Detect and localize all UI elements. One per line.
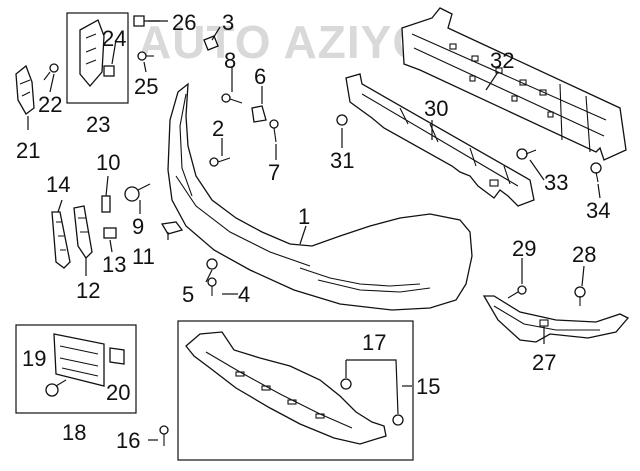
fasteners [133, 15, 602, 446]
part-15-under-cover [185, 331, 387, 445]
callout-11: 11 [132, 244, 155, 269]
callout-12: 12 [76, 278, 100, 303]
callout-27: 27 [532, 350, 556, 375]
callout-labels: 26 3 8 6 2 7 31 1 9 11 5 4 32 30 33 34 2… [16, 10, 610, 453]
callout-7: 7 [268, 160, 280, 185]
part-27-bumper-bracket [482, 295, 630, 343]
callout-34: 34 [586, 198, 610, 223]
part-32-reinforcement-beam [401, 7, 627, 161]
part-1-bumper-cover [167, 82, 473, 311]
part-9-wire-clip [124, 183, 151, 202]
leader-lines [27, 20, 601, 441]
callout-4: 4 [238, 282, 250, 307]
callout-20: 20 [106, 380, 130, 405]
part-18-license-bracket [53, 333, 105, 387]
callout-15: 15 [416, 374, 440, 399]
part-20-clip [109, 347, 125, 365]
callout-9: 9 [132, 214, 144, 239]
callout-32: 32 [490, 48, 514, 73]
callout-2: 2 [212, 116, 224, 141]
part-14-strip [51, 211, 71, 269]
callout-31: 31 [330, 148, 354, 173]
callout-21: 21 [16, 138, 40, 163]
callout-26: 26 [172, 10, 196, 35]
callout-10: 10 [96, 150, 120, 175]
callout-30: 30 [424, 96, 448, 121]
callout-1: 1 [298, 204, 310, 229]
callout-33: 33 [544, 170, 568, 195]
part-24-clip [103, 65, 115, 77]
part-23-side-bracket [79, 19, 105, 88]
box-15 [177, 320, 414, 461]
callout-18: 18 [62, 420, 86, 445]
callout-24: 24 [102, 26, 126, 51]
part-22-screw [43, 63, 59, 81]
callout-3: 3 [222, 10, 234, 35]
callout-6: 6 [254, 64, 266, 89]
part-30-energy-absorber [345, 73, 535, 207]
callout-19: 19 [22, 346, 46, 371]
part-21-bracket [15, 64, 35, 115]
callout-16: 16 [116, 428, 140, 453]
part-19-screw [45, 379, 67, 397]
part-10-clip [101, 195, 111, 213]
part-12-strip [73, 205, 93, 260]
callout-17: 17 [362, 330, 386, 355]
callout-8: 8 [224, 48, 236, 73]
part-11-pad [160, 221, 184, 235]
watermark: AUTO AZIYO [138, 16, 429, 68]
callout-13: 13 [102, 252, 126, 277]
callout-23: 23 [86, 112, 110, 137]
callout-28: 28 [572, 242, 596, 267]
callout-14: 14 [46, 172, 70, 197]
box-18 [15, 324, 137, 414]
part-13-clip [103, 227, 117, 239]
box-23 [66, 12, 129, 104]
callout-29: 29 [512, 236, 536, 261]
callout-22: 22 [38, 92, 62, 117]
callout-25: 25 [134, 74, 158, 99]
callout-5: 5 [182, 282, 194, 307]
